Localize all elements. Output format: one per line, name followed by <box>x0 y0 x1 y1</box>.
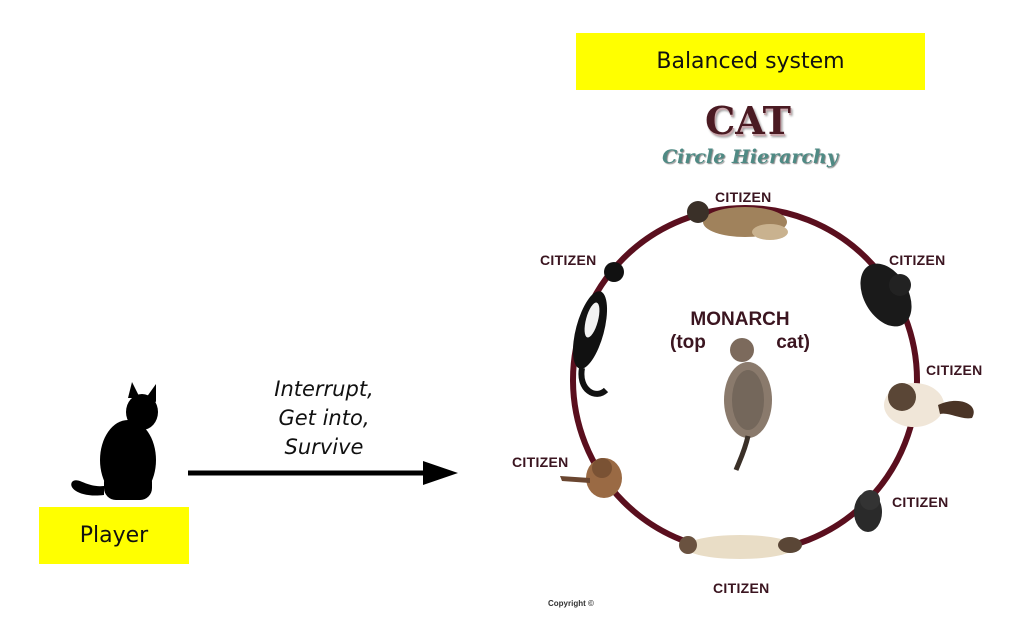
citizen-label-top-left: CITIZEN <box>540 252 597 268</box>
action-arrow <box>188 461 458 485</box>
citizen-cat-top <box>687 201 788 240</box>
balanced-system-label: Balanced system <box>576 33 925 90</box>
monarch-cat <box>724 338 772 471</box>
citizen-cat-bottom <box>679 535 802 559</box>
citizen-label-top-right: CITIZEN <box>889 252 946 268</box>
citizen-label-bottom: CITIZEN <box>713 580 770 596</box>
citizen-label-bottom-right: CITIZEN <box>892 494 949 510</box>
citizen-label-top: CITIZEN <box>715 189 772 205</box>
action-label: Interrupt, Get into, Survive <box>244 375 404 462</box>
citizen-label-left: CITIZEN <box>512 454 569 470</box>
hierarchy-title: CAT <box>705 98 791 143</box>
monarch-label: MONARCH (top cat) <box>665 308 815 354</box>
citizen-cat-right <box>884 383 974 427</box>
monarch-title: MONARCH <box>690 309 790 330</box>
player-cat-silhouette-icon <box>71 382 158 500</box>
player-label: Player <box>39 507 189 564</box>
copyright-text: Copyright © <box>548 599 594 608</box>
citizen-cat-bottom-right <box>854 490 882 532</box>
citizen-cat-top-left <box>572 262 624 397</box>
monarch-subtitle-open: (top <box>670 332 706 353</box>
citizen-label-right: CITIZEN <box>926 362 983 378</box>
citizen-cat-left <box>560 458 622 498</box>
action-line-survive: Survive <box>284 435 364 459</box>
monarch-subtitle-close: cat) <box>776 332 810 353</box>
action-line-get-into: Get into, <box>278 406 370 430</box>
monarch-subtitle: (top cat) <box>670 331 810 354</box>
citizen-cat-top-right <box>860 263 912 327</box>
hierarchy-subtitle: Circle Hierarchy <box>662 146 838 168</box>
action-line-interrupt: Interrupt, <box>274 377 374 401</box>
